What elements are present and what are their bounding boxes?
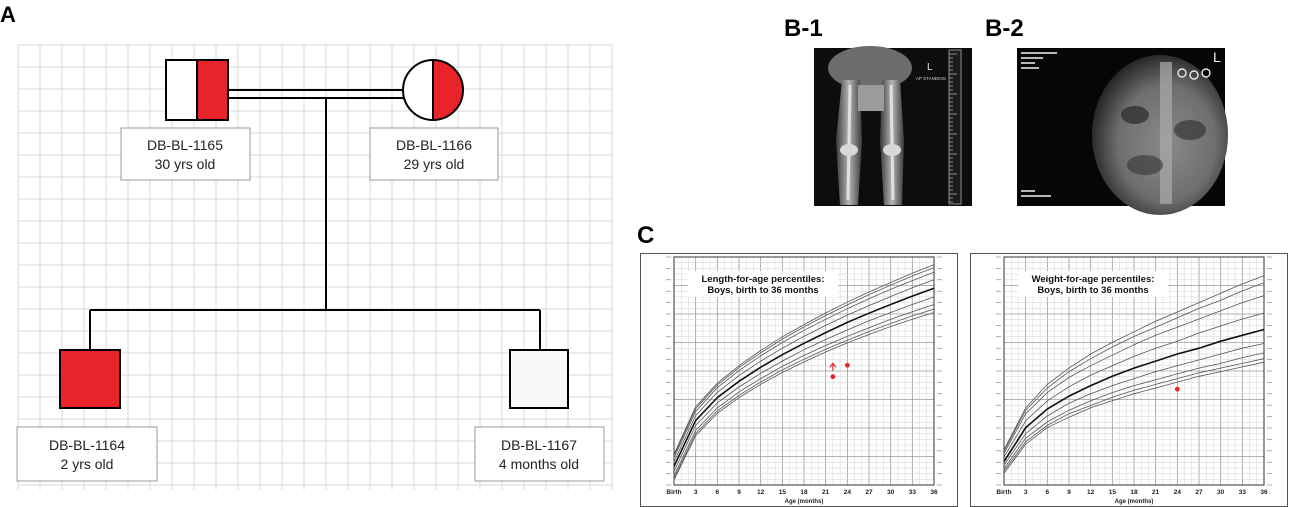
percentile-curve-p5 <box>673 308 935 479</box>
percentile-curve-p5 <box>1003 358 1265 472</box>
x-tick-label: 21 <box>1152 489 1160 496</box>
x-tick-label: 27 <box>1195 489 1203 496</box>
percentile-curve-p97 <box>673 264 935 455</box>
chart-subtitle: Boys, birth to 36 months <box>707 285 818 296</box>
x-tick-label: Birth <box>666 489 681 496</box>
child1-age: 2 yrs old <box>61 456 114 472</box>
x-tick-label: 36 <box>930 489 938 496</box>
x-tick-label: Birth <box>996 489 1011 496</box>
x-tick-label: 36 <box>1260 489 1268 496</box>
x-tick-label: 9 <box>1067 489 1071 496</box>
percentile-curve-p25 <box>1003 343 1265 466</box>
percentile-curve-p50 <box>673 287 935 467</box>
father-symbol <box>165 59 229 121</box>
growth-arrow-head <box>829 362 837 368</box>
x-tick-label: 6 <box>1046 489 1050 496</box>
father-age: 30 yrs old <box>155 156 216 172</box>
percentile-curve-p25 <box>673 296 935 472</box>
chart-title-box <box>688 271 838 297</box>
xray-b2-image: L <box>1017 48 1228 215</box>
percentile-curve-p90 <box>673 271 935 459</box>
child2-id: DB-BL-1167 <box>501 437 577 453</box>
mother-id: DB-BL-1166 <box>396 137 472 153</box>
child2-label-box: DB-BL-1167 4 months old <box>474 426 605 482</box>
xray-b2-marker: L <box>1213 49 1221 65</box>
percentile-curve-p90 <box>1003 295 1265 454</box>
percentile-curve-p75 <box>1003 312 1265 458</box>
x-tick-label: 18 <box>1130 489 1138 496</box>
chart-subtitle: Boys, birth to 36 months <box>1037 285 1148 296</box>
x-tick-label: 15 <box>1109 489 1117 496</box>
mother-age: 29 yrs old <box>404 156 465 172</box>
plot-area <box>673 256 935 486</box>
percentile-curve-p97 <box>1003 275 1265 451</box>
child1-symbol <box>59 349 121 409</box>
x-axis-label: Age (months) <box>1115 499 1154 505</box>
x-tick-label: 33 <box>909 489 917 496</box>
x-axis-label: Age (months) <box>785 499 824 505</box>
x-tick-label: 12 <box>757 489 765 496</box>
x-tick-label: 3 <box>694 489 698 496</box>
x-tick-label: 27 <box>865 489 873 496</box>
percentile-curve-p50 <box>1003 328 1265 463</box>
chart-title-box <box>1018 271 1168 297</box>
percentile-curve-p95 <box>1003 282 1265 452</box>
panel-label-b1: B-1 <box>784 15 823 42</box>
xray-b1-marker: L <box>927 62 933 73</box>
xray-b1-view: AP STANDING <box>916 76 947 81</box>
x-tick-label: 24 <box>1174 489 1182 496</box>
child1-id: DB-BL-1164 <box>49 437 125 453</box>
plot-area <box>1003 256 1265 486</box>
x-tick-label: 24 <box>844 489 852 496</box>
panel-label-b2: B-2 <box>985 15 1024 42</box>
x-tick-label: 15 <box>779 489 787 496</box>
mother-symbol <box>402 59 464 121</box>
chart-title: Length-for-age percentiles: <box>702 274 825 285</box>
patient-data-point <box>1174 386 1180 392</box>
child2-age: 4 months old <box>499 456 579 472</box>
percentile-curve-p75 <box>673 279 935 462</box>
child1-label-box: DB-BL-1164 2 yrs old <box>16 426 158 482</box>
percentile-curve-p10 <box>673 304 935 476</box>
percentile-curve-p10 <box>1003 352 1265 469</box>
child2-symbol <box>509 349 569 409</box>
father-id: DB-BL-1165 <box>147 137 223 153</box>
patient-data-point <box>830 374 836 380</box>
pedigree-grid <box>17 44 613 490</box>
x-tick-label: 12 <box>1087 489 1095 496</box>
x-tick-label: 6 <box>716 489 720 496</box>
mother-label-box: DB-BL-1166 29 yrs old <box>369 127 499 181</box>
father-label-box: DB-BL-1165 30 yrs old <box>120 127 251 181</box>
x-tick-label: 21 <box>822 489 830 496</box>
patient-data-point <box>844 362 850 368</box>
panel-label-c: C <box>637 222 655 249</box>
chart-title: Weight-for-age percentiles: <box>1032 274 1155 285</box>
x-tick-label: 33 <box>1239 489 1247 496</box>
x-tick-label: 9 <box>737 489 741 496</box>
x-tick-label: 30 <box>1217 489 1225 496</box>
percentile-curve-p3 <box>1003 361 1265 474</box>
x-tick-label: 30 <box>887 489 895 496</box>
panel-label-a: A <box>0 2 16 27</box>
pedigree-diagram: DB-BL-1165 30 yrs old DB-BL-1166 29 yrs … <box>16 44 613 490</box>
xray-b1-image: L AP STANDING <box>814 46 972 206</box>
x-tick-label: 3 <box>1024 489 1028 496</box>
percentile-curve-p95 <box>673 267 935 456</box>
x-tick-label: 18 <box>800 489 808 496</box>
percentile-curve-p3 <box>673 312 935 481</box>
